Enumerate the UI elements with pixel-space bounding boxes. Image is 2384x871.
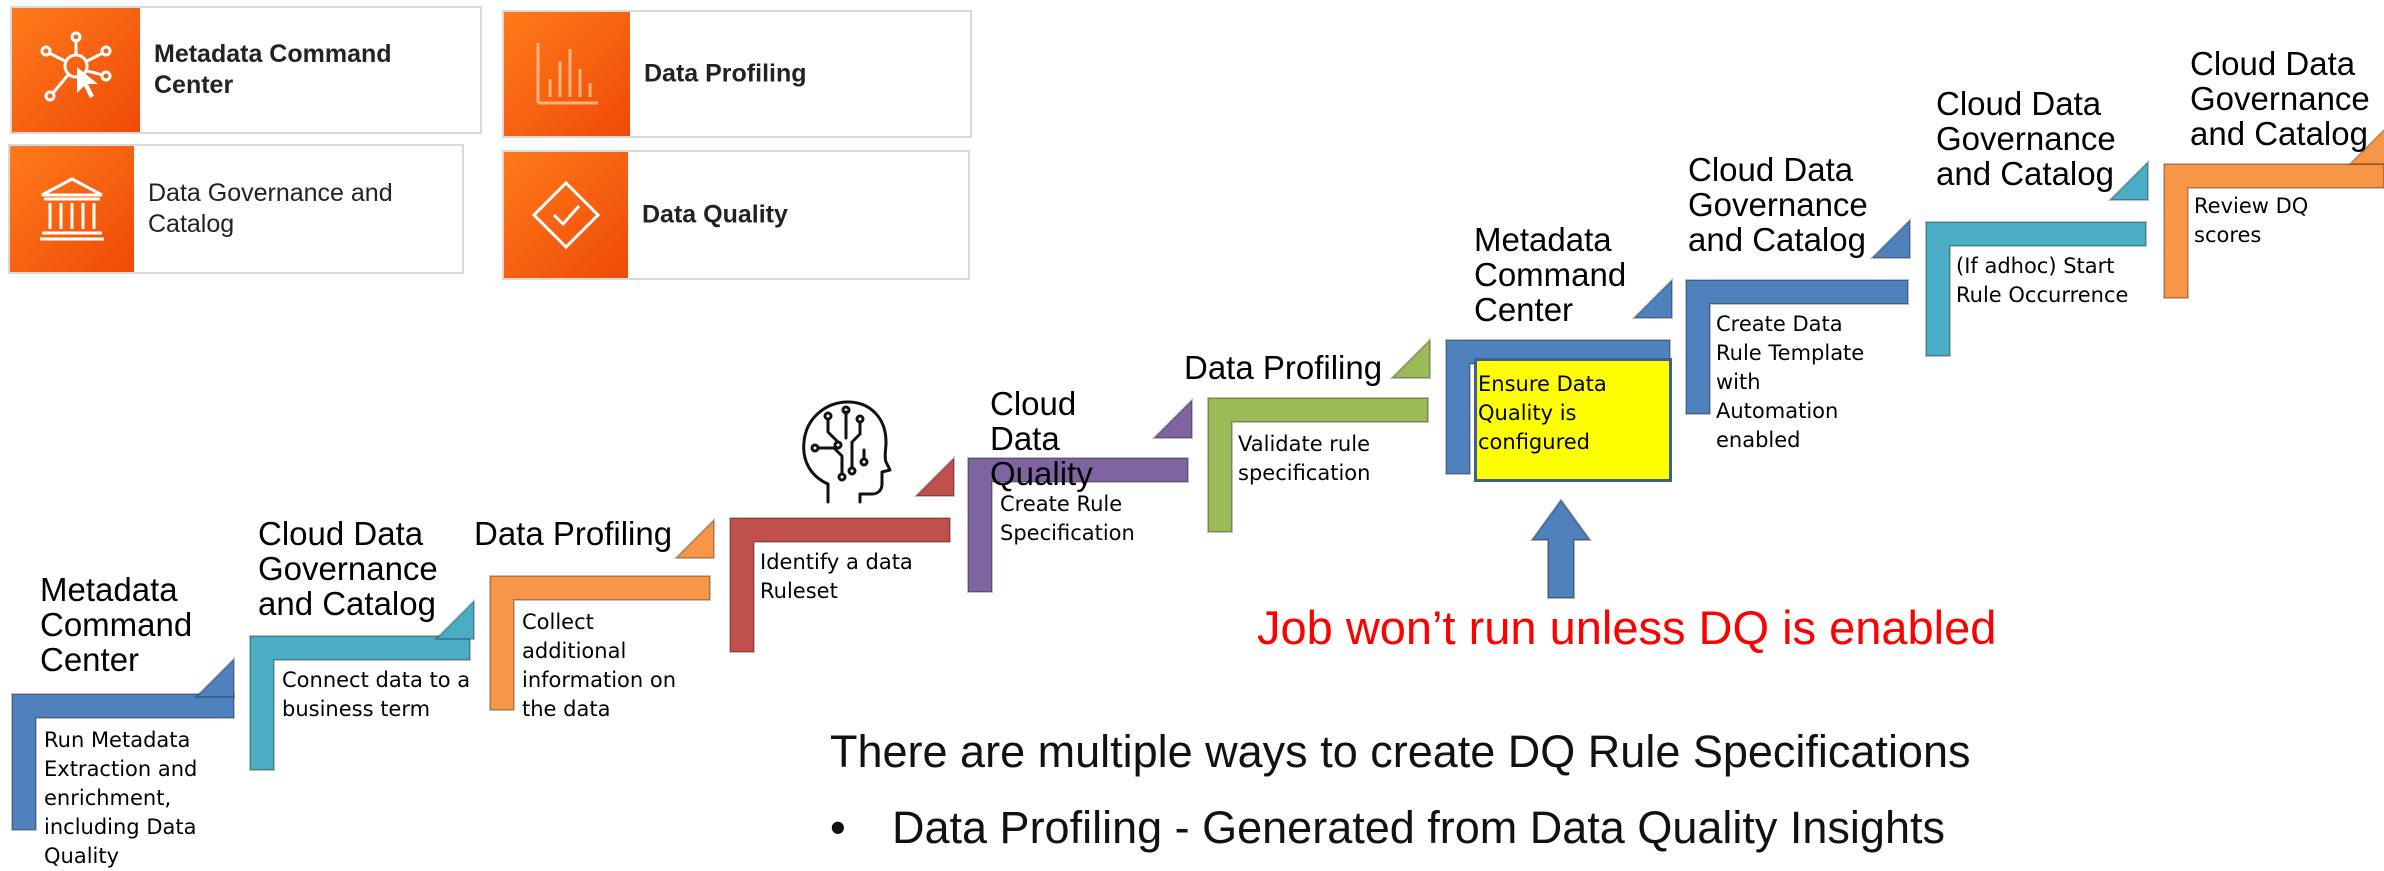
step-title-1: Metadata Command Center (40, 571, 193, 678)
step-desc-2: Connect data to a business term (282, 668, 471, 721)
diamond-check-icon (504, 152, 628, 278)
step-title-9: Cloud Data Governance and Catalog (1936, 85, 2116, 192)
tile-data-profiling: Data Profiling (502, 10, 972, 138)
tile-metadata-command-center: Metadata Command Center (10, 6, 482, 134)
tile-data-quality: Data Quality (502, 150, 970, 280)
highlight-box (1474, 358, 1672, 482)
tile-label: Data Quality (642, 200, 788, 229)
up-arrow-icon (1530, 498, 1592, 599)
step-title-3: Data Profiling (474, 515, 673, 552)
step-corner-1 (193, 656, 235, 698)
step-desc-8: Create Data Rule Template with Automatio… (1716, 312, 1865, 452)
notes-bullet-symbol: • (830, 802, 846, 853)
step-shape-8 (1685, 279, 1909, 415)
step-title-6: Data Profiling (1184, 349, 1383, 386)
tile-data-governance-catalog: Data Governance and Catalog (8, 144, 464, 274)
step-desc-7: Ensure Data Quality is configured (1478, 372, 1607, 454)
notes-bullet-text: Data Profiling - Generated from Data Qua… (892, 802, 1945, 853)
step-corner-5 (1151, 397, 1193, 439)
tile-label: Data Governance and Catalog (148, 179, 393, 238)
step-desc-9: (If adhoc) Start Rule Occurrence (1956, 254, 2129, 307)
warning-text: Job won’t run unless DQ is enabled (1257, 601, 1997, 654)
step-title-10: Cloud Data Governance and Catalog (2190, 45, 2370, 152)
step-desc-5: Create Rule Specification (1000, 492, 1135, 545)
bar-chart-icon (504, 12, 630, 136)
step-corner-4 (913, 455, 955, 497)
notes-heading: There are multiple ways to create DQ Rul… (830, 726, 1971, 777)
network-cursor-icon (12, 8, 140, 132)
step-desc-6: Validate rule specification (1238, 432, 1371, 485)
tile-label: Metadata Command Center (154, 40, 392, 99)
step-shape-10 (2163, 163, 2384, 299)
step-desc-1: Run Metadata Extraction and enrichment, … (44, 728, 198, 868)
step-desc-3: Collect additional information on the da… (522, 610, 677, 721)
tile-label: Data Profiling (644, 59, 807, 88)
step-shape-6 (1207, 397, 1429, 533)
step-corner-7 (1631, 277, 1673, 319)
step-shape-5 (967, 457, 1189, 593)
bank-building-icon (10, 146, 134, 272)
step-corner-10 (2347, 128, 2384, 165)
step-shape-3 (489, 575, 711, 711)
step-title-2: Cloud Data Governance and Catalog (258, 515, 438, 622)
step-shape-9 (1925, 221, 2147, 357)
step-desc-4: Identify a data Ruleset (760, 550, 913, 603)
step-corner-6 (1389, 337, 1431, 379)
brain-circuit-icon (798, 398, 892, 509)
step-title-7: Metadata Command Center (1474, 221, 1627, 328)
step-title-5: Cloud Data Quality (990, 385, 1093, 492)
step-corner-8 (1869, 217, 1911, 259)
step-corner-3 (673, 517, 715, 559)
step-shape-7 (1445, 339, 1671, 475)
step-shape-4 (729, 517, 951, 653)
step-corner-9 (2107, 159, 2149, 201)
step-title-8: Cloud Data Governance and Catalog (1688, 151, 1868, 258)
step-desc-10: Review DQ scores (2194, 194, 2309, 247)
step-corner-2 (433, 598, 475, 640)
